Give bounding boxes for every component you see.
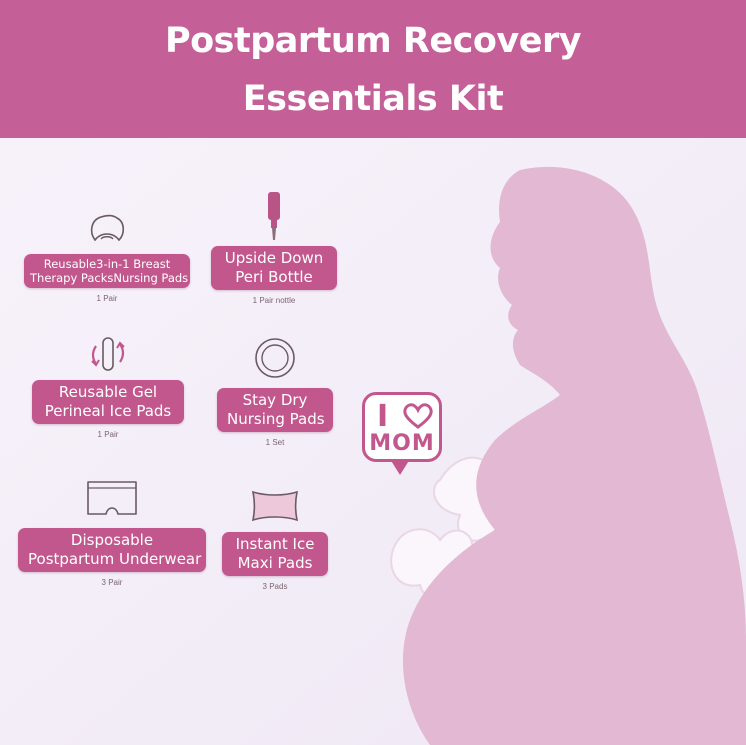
underwear-icon	[87, 481, 137, 515]
page-title-line1: Postpartum Recovery	[164, 21, 582, 61]
item-label-line2: Perineal Ice Pads	[44, 402, 172, 420]
item-label-line1: Disposable	[70, 531, 154, 549]
item-label-pill: Upside Down Peri Bottle	[211, 246, 337, 290]
item-label-line2: Peri Bottle	[235, 268, 313, 286]
item-label-pill: Reusable3-in-1 Breast Therapy PacksNursi…	[24, 254, 190, 288]
item-label-line2: Nursing Pads	[227, 410, 325, 428]
item-label-pill: Reusable Gel Perineal Ice Pads	[32, 380, 184, 424]
item-breast-therapy-packs: Reusable3-in-1 Breast Therapy PacksNursi…	[24, 212, 190, 303]
item-label-line2: Postpartum Underwear	[28, 550, 202, 568]
item-nursing-pads: Stay Dry Nursing Pads 1 Set	[217, 336, 333, 447]
badge-letter: I	[377, 399, 389, 434]
breast-pad-icon	[90, 214, 125, 242]
item-quantity: 1 Pair	[96, 294, 118, 303]
item-label-line2: Therapy PacksNursing Pads	[30, 271, 189, 285]
item-peri-bottle: Upside Down Peri Bottle 1 Pair nottle	[211, 190, 337, 305]
item-quantity: 1 Set	[265, 438, 285, 447]
item-quantity: 1 Pair nottle	[252, 296, 296, 305]
item-label-line1: Stay Dry	[242, 391, 308, 409]
heart-icon	[403, 403, 433, 429]
title-banner: Postpartum Recovery Essentials Kit	[0, 0, 746, 138]
item-quantity: 3 Pair	[101, 578, 123, 587]
ice-pad-icon	[91, 337, 125, 371]
item-label-line2: Maxi Pads	[237, 554, 313, 572]
peri-bottle-icon	[268, 192, 280, 240]
badge-word: MOM	[369, 431, 435, 456]
item-label-line1: Reusable Gel	[58, 383, 158, 401]
item-postpartum-underwear: Disposable Postpartum Underwear 3 Pair	[18, 478, 206, 587]
item-quantity: 3 Pads	[262, 582, 288, 591]
i-love-mom-badge: I MOM	[362, 392, 442, 462]
item-label-line1: Reusable3-in-1 Breast	[43, 257, 171, 271]
item-label-pill: Stay Dry Nursing Pads	[217, 388, 333, 432]
item-label-line1: Upside Down	[224, 249, 324, 267]
item-label-pill: Instant Ice Maxi Pads	[222, 532, 328, 576]
nursing-pad-icon	[255, 338, 295, 378]
item-gel-ice-pads: Reusable Gel Perineal Ice Pads 1 Pair	[32, 334, 184, 439]
item-label-line1: Instant Ice	[235, 535, 315, 553]
page-title-line2: Essentials Kit	[242, 79, 504, 119]
item-quantity: 1 Pair	[97, 430, 119, 439]
maxi-pad-icon	[251, 490, 299, 522]
badge-tail	[390, 459, 410, 475]
pregnant-woman-silhouette	[0, 138, 746, 745]
item-label-pill: Disposable Postpartum Underwear	[18, 528, 206, 572]
item-instant-ice-maxi-pads: Instant Ice Maxi Pads 3 Pads	[222, 488, 328, 591]
